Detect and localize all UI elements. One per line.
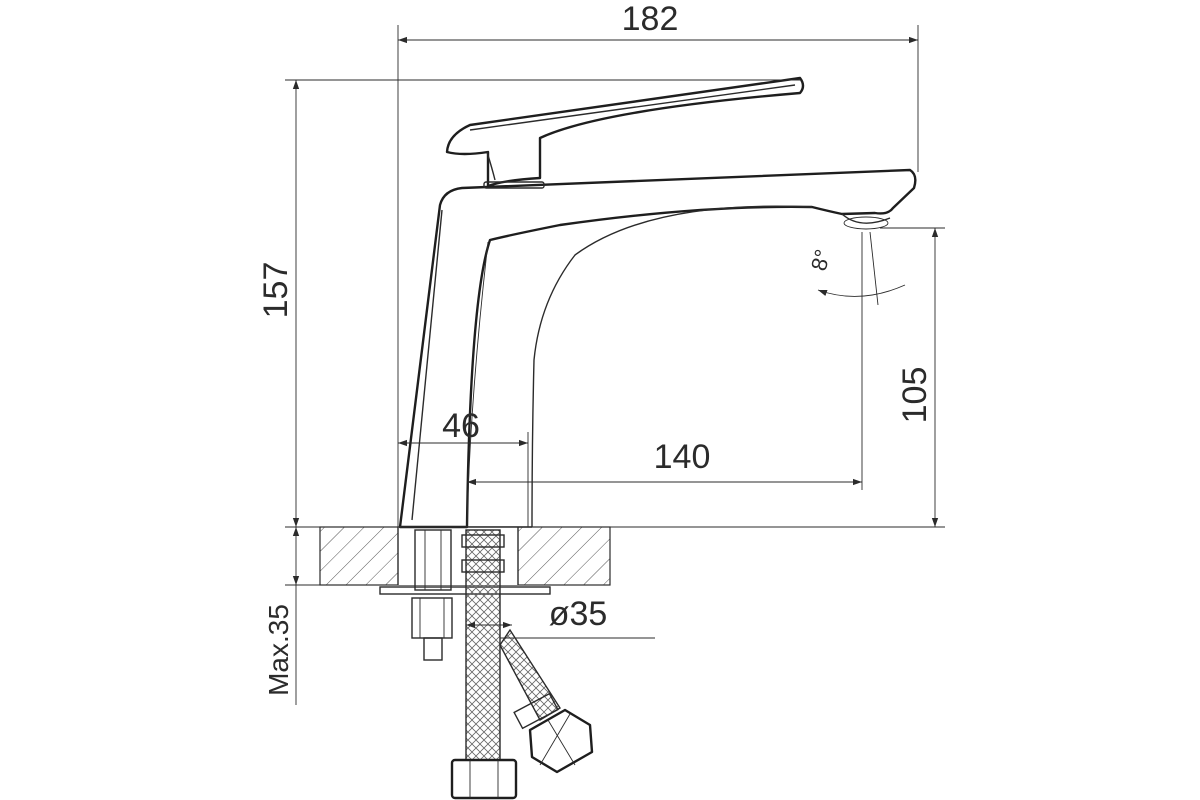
max-counter-thickness-label: Max.35 bbox=[263, 604, 294, 696]
supply-hoses bbox=[450, 529, 594, 800]
spout-reach-label: 140 bbox=[654, 438, 711, 476]
body-offset-label: 46 bbox=[442, 407, 480, 445]
spout-angle-label: 8° bbox=[806, 247, 836, 274]
faucet-body bbox=[398, 168, 917, 529]
mounting-stud bbox=[379, 529, 551, 661]
spout-height-label: 105 bbox=[896, 367, 934, 424]
faucet-lever bbox=[445, 76, 805, 189]
dimension-lines bbox=[292, 36, 939, 705]
width-overall-label: 182 bbox=[622, 0, 679, 38]
mount-diameter-label: ø35 bbox=[549, 595, 608, 633]
countertop-section bbox=[319, 526, 611, 586]
height-overall-label: 157 bbox=[257, 262, 295, 319]
